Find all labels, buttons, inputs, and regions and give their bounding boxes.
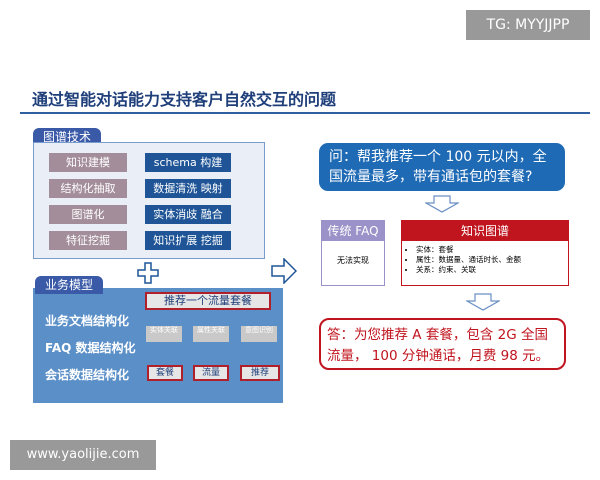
graph-tech-left-item: 图谱化 — [49, 205, 127, 224]
graph-tech-right-item: 数据清洗 映射 — [145, 179, 231, 198]
biz-item: FAQ 数据结构化 — [45, 341, 136, 355]
relation-box: 意图识别 — [241, 326, 277, 342]
graph-tech-right-item: 实体消歧 融合 — [145, 205, 231, 224]
answer-bubble: 答：为您推荐 A 套餐，包含 2G 全国流量， 100 分钟通话，月费 98 元… — [319, 318, 566, 370]
graph-tech-left-item: 知识建模 — [49, 153, 127, 172]
business-model-panel: 业务文档结构化 FAQ 数据结构化 会话数据结构化 推荐一个流量套餐 实体关联 … — [33, 288, 283, 403]
page-title: 通过智能对话能力支持客户自然交互的问题 — [32, 90, 337, 109]
kg-bullet: 属性：数据量、通话时长、金额 — [416, 255, 568, 265]
traditional-faq-box: 传统 FAQ 无法实现 — [321, 220, 385, 286]
question-bubble: 问：帮我推荐一个 100 元以内，全国流量最多，带有通话包的套餐? — [319, 143, 565, 191]
arrow-down-icon — [466, 293, 500, 311]
output-box: 推荐 — [240, 365, 280, 381]
arrow-right-icon — [271, 258, 297, 284]
output-box: 流量 — [193, 365, 229, 381]
kg-bullet: 关系：约束、关联 — [416, 265, 568, 275]
faq-header: 传统 FAQ — [322, 221, 384, 241]
graph-tech-right-item: schema 构建 — [145, 153, 231, 172]
output-box: 套餐 — [147, 365, 183, 381]
tg-watermark: TG: MYYJJPP — [466, 10, 590, 40]
biz-model-label: 业务模型 — [35, 276, 104, 294]
knowledge-graph-box: 知识图谱 实体：套餐 属性：数据量、通话时长、金额 关系：约束、关联 — [401, 220, 569, 286]
biz-item: 会话数据结构化 — [45, 368, 130, 382]
kg-header: 知识图谱 — [402, 221, 568, 241]
plus-icon — [137, 262, 159, 284]
kg-bullet: 实体：套餐 — [416, 245, 568, 255]
arrow-down-icon — [425, 195, 459, 213]
faq-body: 无法实现 — [337, 256, 369, 265]
graph-tech-panel: 知识建模 结构化抽取 图谱化 特征挖掘 schema 构建 数据清洗 映射 实体… — [33, 142, 265, 259]
graph-tech-left-item: 特征挖掘 — [49, 231, 127, 250]
site-watermark: www.yaolijie.com — [10, 440, 156, 470]
graph-tech-left-item: 结构化抽取 — [49, 179, 127, 198]
biz-model-tab: 业务模型 — [35, 274, 104, 294]
relation-box: 属性关联 — [193, 326, 229, 342]
relation-box: 实体关联 — [146, 326, 182, 342]
query-box: 推荐一个流量套餐 — [145, 292, 271, 310]
graph-tech-right-item: 知识扩展 挖掘 — [145, 231, 231, 250]
graph-tech-tab: 图谱技术 — [33, 126, 102, 146]
title-divider — [20, 112, 590, 114]
biz-item: 业务文档结构化 — [45, 314, 130, 328]
graph-tech-label: 图谱技术 — [33, 128, 102, 146]
